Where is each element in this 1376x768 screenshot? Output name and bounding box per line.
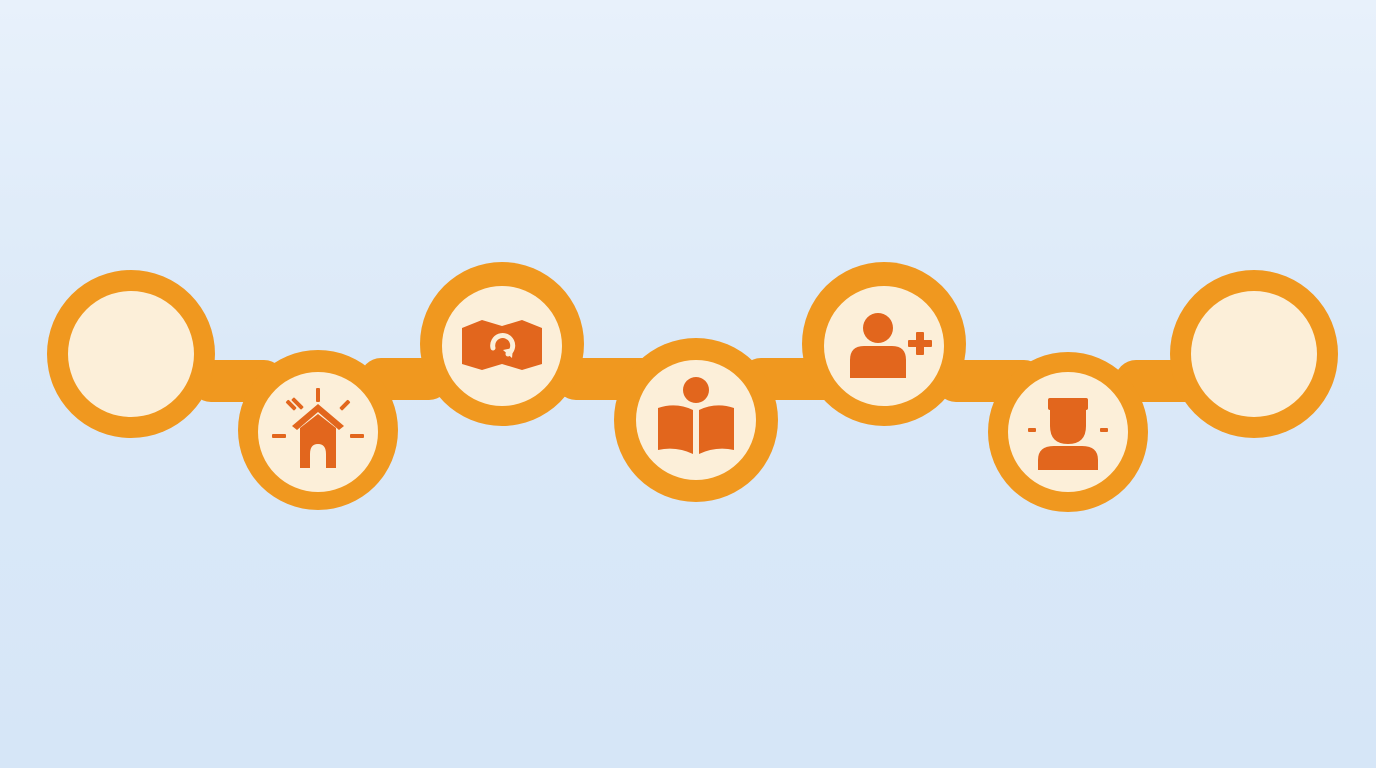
- person-portrait-icon: [1028, 398, 1108, 470]
- add-user-icon: [850, 313, 932, 378]
- node-1-disc: [68, 291, 194, 417]
- banner-rotate-icon: [462, 320, 542, 370]
- person-reading-book-icon: [658, 377, 734, 454]
- node-4-disc: [636, 360, 756, 480]
- node-7-disc: [1191, 291, 1317, 417]
- house-with-rays-icon: [272, 388, 364, 468]
